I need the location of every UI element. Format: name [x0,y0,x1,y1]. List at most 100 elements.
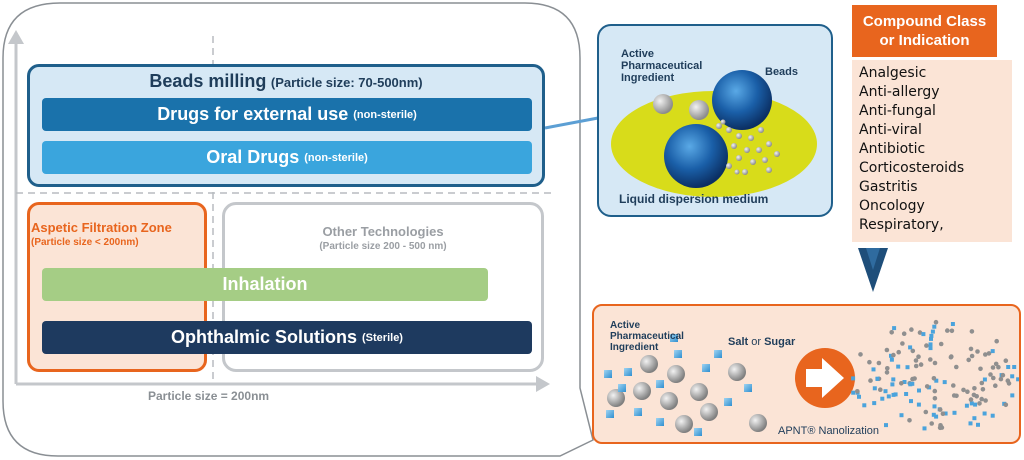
nano-api-dot [867,359,872,365]
x-axis-label: Particle size = 200nm [148,389,270,403]
nano-api-dot [913,363,919,369]
nano-api-dot [1000,372,1006,378]
ophthalmic-bar: Ophthalmic Solutions (Sterile) [42,321,532,354]
beads-milling-subtitle: (Particle size: 70-500nm) [270,75,423,90]
compound-class-header-line2: or Indication [879,32,970,49]
nano-api-dot [983,398,988,403]
nano-salt-dot [943,411,948,416]
nano-api-dot [907,418,912,423]
aseptic-zone-title: Aspetic Filtration Zone [31,220,172,235]
nano-salt-dot [990,413,995,418]
bead-top [712,70,772,130]
compound-item: Oncology [859,198,925,214]
api-particles-left [607,355,767,433]
nano-api-dot [993,383,998,388]
nano-salt-dot [928,342,933,347]
x-axis-arrow [536,376,550,392]
nano-salt-dot [909,399,913,404]
beads-api-label: Active Pharmaceutical Ingredient [621,48,702,84]
process-arrow [806,358,844,398]
nano-api-dot [855,389,860,394]
nano-api-dot [980,387,986,392]
nano-api-dot [884,347,890,353]
nano-salt-dot [902,380,907,384]
nano-api-dot [929,421,934,426]
nano-salt-dot [896,364,901,369]
nano-api-dot [918,362,924,367]
nano-salt-dot [950,322,955,326]
nano-api-dot [968,397,974,402]
nano-api-dot [991,375,996,381]
dispersion-medium-label: Liquid dispersion medium [619,192,769,206]
nano-salt-dot [908,345,913,350]
nano-salt-dot [982,411,987,416]
compound-class-header: Compound Class or Indication [852,5,997,57]
nano-salt-dot [891,377,896,382]
nano-api-dot [885,366,890,371]
nano-api-dot [966,357,971,363]
nano-salt-dot [976,422,980,427]
nano-api-dot [931,376,937,381]
nano-salt-dot [932,404,937,409]
oral-drugs-bar: Oral Drugs (non-sterile) [42,141,532,174]
nano-api-dot [972,386,977,391]
nano-api-dot [968,346,974,352]
apnt-diagram-graphic [604,319,1019,436]
nano-salt-dot [969,401,974,406]
nano-salt-dot [851,376,856,381]
nano-salt-dot [884,423,888,428]
other-technologies-title: Other Technologies [322,224,444,239]
beads-api-line1: Active [621,48,655,60]
nano-salt-dot [916,402,921,407]
compound-item: Anti-allergy [859,84,940,100]
nano-salt-dot [932,324,937,329]
nano-api-dot [994,338,999,344]
nano-api-dot [924,384,930,389]
nano-api-dot [951,393,957,398]
nano-salt-dot [851,390,856,395]
nano-api-dot [1003,358,1009,363]
nano-salt-dot [886,394,891,399]
nano-salt-dot [973,402,978,407]
salt-label: Salt [728,336,749,348]
down-triangle-highlight [866,248,880,270]
apnt-diagram-panel: Active Pharmaceutical Ingredient Salt or… [592,304,1021,444]
api-particle-large [653,94,673,114]
compound-item: Gastritis [859,179,918,195]
nano-api-dot [910,348,916,354]
apnt-api-line3: Ingredient [610,342,659,353]
nano-api-dot [939,425,945,430]
nano-api-dot [932,396,938,401]
apnt-process-label: APNT® Nanolization [778,425,880,437]
nano-salt-dot [880,396,885,401]
nano-salt-dot [872,401,877,406]
apnt-api-label: Active Pharmaceutical Ingredient [610,320,684,353]
compound-class-list: Analgesic Anti-allergy Anti-fungal Anti-… [852,60,1012,242]
beads-api-line2: Pharmaceutical [621,60,703,72]
other-technologies-subtitle: (Particle size 200 - 500 nm) [319,241,447,252]
compound-item: Antibiotic [859,141,926,157]
nano-salt-dot [982,377,987,382]
nano-salt-dot [883,389,888,394]
nano-api-dot [979,396,984,402]
nano-api-dot [977,401,982,406]
api-particle [689,100,709,120]
nano-api-dot [949,354,954,359]
nano-api-dot [940,411,946,416]
nano-api-dot [896,349,901,355]
beads-milling-heading: Beads milling (Particle size: 70-500nm) [27,71,545,92]
or-label: or [751,336,762,348]
nano-api-dot [868,378,873,383]
nano-api-dot [954,364,959,370]
nano-salt-dot [921,332,926,337]
nano-salt-dot [904,392,909,396]
nano-salt-dot [892,326,897,331]
compound-item: Anti-viral [859,122,922,138]
beads-diagram-graphic [611,70,817,197]
nano-api-dot [974,394,979,399]
callout-connector [544,116,599,130]
bead-bottom [664,124,728,188]
nano-salt-dot [889,353,893,358]
compound-class-header-line1: Compound Class [862,13,987,30]
nano-salt-dot [934,414,939,419]
